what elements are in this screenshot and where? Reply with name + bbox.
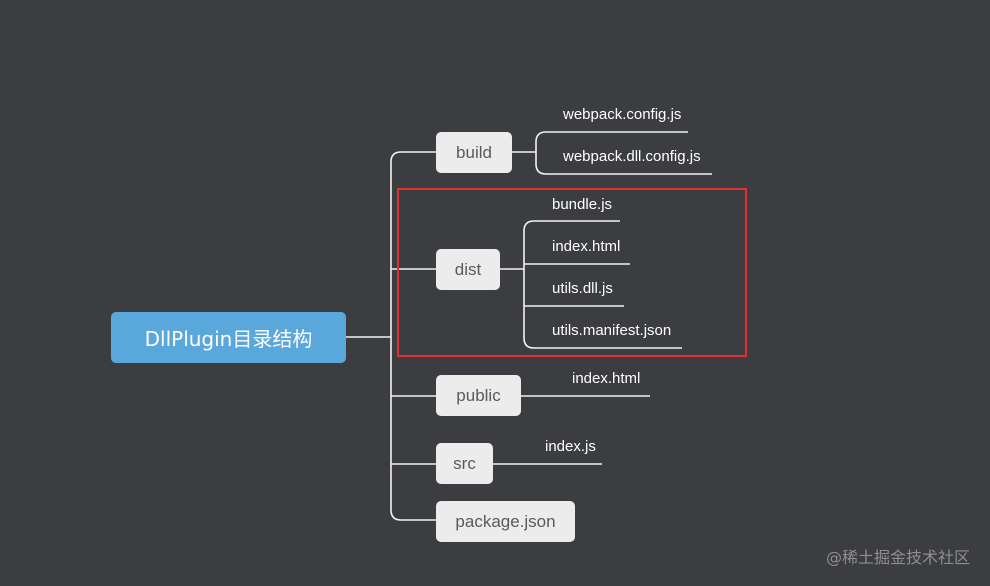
watermark: @稀土掘金技术社区 — [825, 548, 970, 567]
leaf-public-index-html[interactable]: index.html — [572, 370, 641, 387]
dist-highlight-box — [397, 188, 747, 357]
branch-public[interactable]: public — [436, 375, 521, 416]
branch-package-json[interactable]: package.json — [436, 501, 575, 542]
leaf-webpack-dll-config[interactable]: webpack.dll.config.js — [563, 148, 701, 165]
leaf-bundle-js[interactable]: bundle.js — [552, 196, 613, 213]
leaf-utils-manifest-json[interactable]: utils.manifest.json — [552, 322, 672, 339]
branch-build[interactable]: build — [436, 132, 512, 173]
leaf-src-index-js[interactable]: index.js — [545, 438, 596, 455]
leaf-utils-dll-js[interactable]: utils.dll.js — [552, 280, 613, 297]
root-node[interactable]: DllPlugin目录结构 — [111, 312, 346, 363]
leaf-webpack-config[interactable]: webpack.config.js — [563, 106, 682, 123]
branch-dist[interactable]: dist — [436, 249, 500, 290]
branch-src[interactable]: src — [436, 443, 493, 484]
leaf-dist-index-html[interactable]: index.html — [552, 238, 621, 255]
